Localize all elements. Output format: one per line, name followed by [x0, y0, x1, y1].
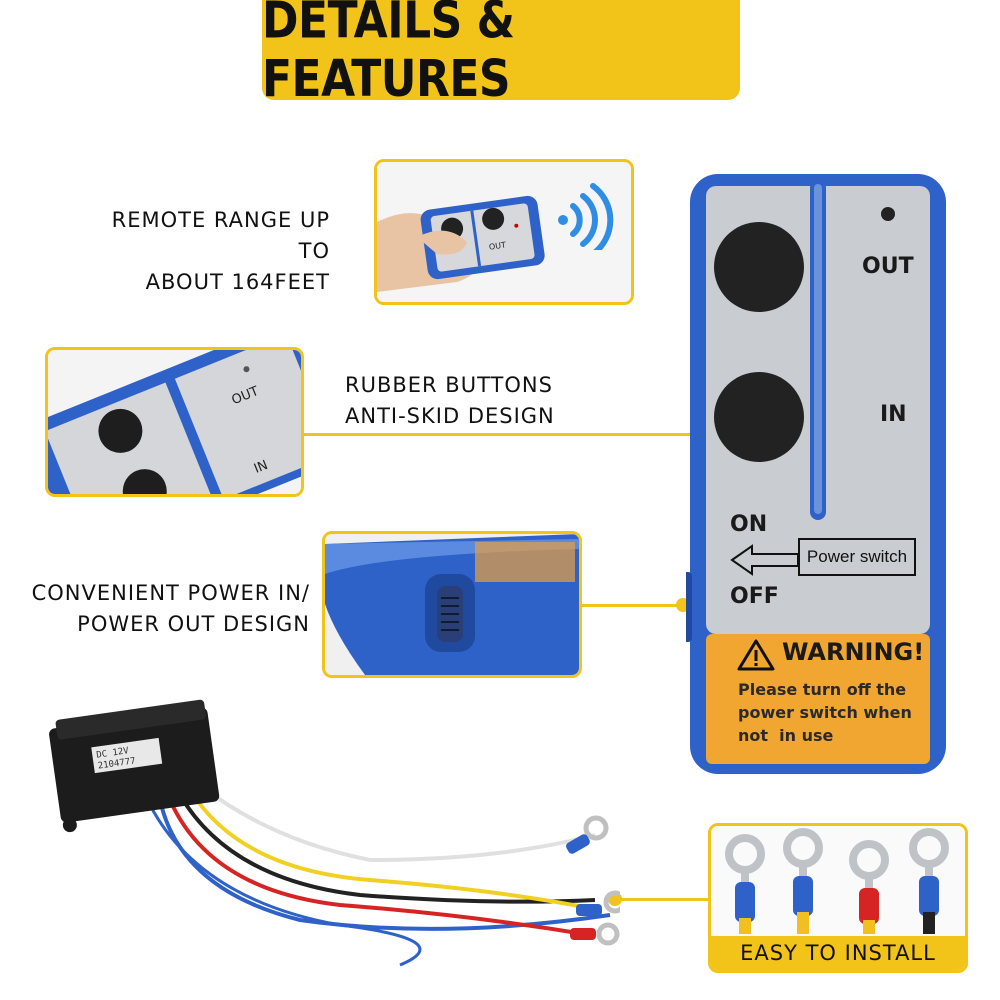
off-label: OFF	[730, 584, 779, 609]
warning-text: Please turn off the power switch when no…	[738, 680, 912, 745]
receiver-with-wires: DC 12V 2104777	[49, 699, 620, 967]
install-label-bar: EASY TO INSTALL	[711, 936, 965, 970]
inset-range-photo: OUT	[374, 159, 634, 305]
power-switch-box: Power switch	[798, 538, 916, 576]
feature-buttons-label: RUBBER BUTTONS ANTI-SKID DESIGN	[345, 373, 555, 428]
power-switch-label: Power switch	[806, 547, 908, 566]
wireless-signal-icon	[558, 183, 614, 250]
inset-power-photo	[322, 531, 582, 678]
in-button[interactable]	[714, 372, 804, 462]
inset-buttons-in-text: IN	[252, 458, 270, 477]
inset-install-photo: EASY TO INSTALL	[708, 823, 968, 973]
inset-buttons-photo: OUT IN ON	[45, 347, 304, 497]
hand-remote-illustration: OUT	[377, 162, 631, 302]
inset-out-text: OUT	[488, 240, 506, 251]
in-label: IN	[880, 402, 907, 427]
remote-control: OUT IN ON OFF Power switch WARNING! Plea…	[686, 172, 950, 778]
on-label: ON	[730, 512, 768, 537]
feature-range-label: REMOTE RANGE UP TO ABOUT 164FEET	[111, 208, 330, 294]
buttons-closeup-illustration: OUT IN ON	[48, 350, 301, 494]
arrow-left-icon	[730, 544, 799, 576]
connector-line-buttons	[300, 433, 728, 436]
out-label: OUT	[862, 254, 914, 279]
receiver-sticker-line1: DC 12V	[96, 746, 130, 761]
header-banner: DETAILS & FEATURES	[262, 0, 740, 109]
power-switch-closeup-illustration	[325, 534, 579, 675]
out-button[interactable]	[714, 222, 804, 312]
connector-line-power	[578, 604, 682, 607]
feature-power-label: CONVENIENT POWER IN/ POWER OUT DESIGN	[31, 581, 310, 636]
page-title: DETAILS & FEATURES	[262, 0, 515, 109]
warning-title: WARNING!	[782, 638, 925, 666]
warning-triangle-icon	[737, 639, 775, 671]
install-label: EASY TO INSTALL	[740, 941, 936, 965]
connector-line-install	[615, 898, 710, 901]
ring-terminals-illustration	[711, 826, 965, 936]
